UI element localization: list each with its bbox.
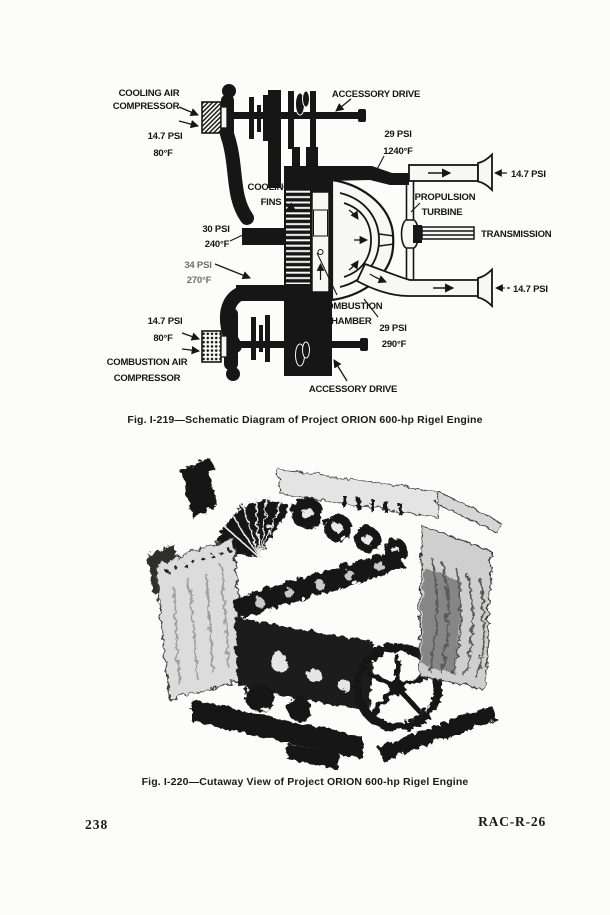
label-combustion-air-inlet-temp: 80°F (153, 333, 173, 344)
pointer-arrows (178, 98, 352, 382)
cooling-air-compressor-box (201, 101, 222, 134)
engine-cutaway-photograph (146, 456, 504, 768)
label-combustion-air-inlet-psi: 14.7 PSI (148, 316, 183, 327)
label-propulsion-turbine-1: PROPULSION (415, 192, 476, 203)
hot-gas-duct (286, 166, 409, 185)
label-cooling-air-out-psi: 30 PSI (202, 224, 229, 235)
combustion-air-pipe (219, 286, 249, 353)
combustion-air-duct (236, 285, 288, 301)
cylinder-interior (311, 191, 330, 293)
bottom-gear-cluster-small (251, 315, 270, 362)
label-cooling-air-inlet-psi: 14.7 PSI (148, 131, 183, 142)
label-combustion-air-out-temp: 270°F (187, 275, 212, 286)
label-combustion-air-out-psi: 34 PSI (184, 260, 211, 271)
transmission-graphic (413, 225, 475, 243)
label-accessory-drive-bottom: ACCESSORY DRIVE (309, 384, 397, 395)
label-combustion-chamber-2: CHAMBER (324, 316, 371, 327)
label-turbine-inlet-temp: 1240°F (383, 146, 413, 157)
label-cooling-exhaust-temp: 290°F (382, 339, 407, 350)
bottom-exhaust-trumpet (477, 267, 493, 309)
label-accessory-drive-top: ACCESSORY DRIVE (332, 89, 420, 100)
cooling-compressor-flange (220, 106, 228, 129)
cooling-air-pipe-horizontal (242, 228, 290, 245)
label-propulsion-turbine-2: TURBINE (422, 207, 463, 218)
bottom-exhaust-pipe (355, 262, 510, 309)
top-exhaust-trumpet (477, 152, 493, 193)
top-exhaust-pipe (408, 152, 507, 193)
fig-219-caption: Fig. I-219—Schematic Diagram of Project … (127, 414, 483, 426)
label-exhaust-top: 14.7 PSI (511, 169, 546, 180)
schematic-diagram: COOLING AIR COMPRESSOR 14.7 PSI 80°F ACC… (107, 84, 552, 395)
feed-column (268, 90, 281, 188)
label-cooling-air-inlet-temp: 80°F (153, 148, 173, 159)
fig-220-caption: Fig. I-220—Cutaway View of Project ORION… (141, 776, 469, 788)
label-combustion-air-compressor-1: COMBUSTION AIR (107, 357, 188, 368)
cooling-air-pipe (220, 127, 254, 225)
label-cooling-air-compressor-1: COOLING AIR (119, 88, 180, 99)
cooling-fins-graphic (286, 188, 310, 284)
label-combustion-air-compressor-2: COMPRESSOR (114, 373, 181, 384)
label-combustion-chamber-1: COMBUSTION (320, 301, 383, 312)
report-code: RAC-R-26 (478, 814, 546, 829)
label-turbine-inlet-psi: 29 PSI (384, 129, 411, 140)
top-gear-cluster-small (249, 95, 268, 141)
bottom-crank-assembly (288, 302, 318, 370)
label-cooling-fins-1: COOLING (248, 182, 291, 193)
halftone-grain-overlay (148, 456, 504, 760)
leader-lines (229, 155, 421, 318)
label-cooling-air-compressor-2: COMPRESSOR (113, 101, 180, 112)
combustion-air-compressor-box (201, 330, 222, 363)
label-cooling-air-out-temp: 240°F (205, 239, 230, 250)
label-transmission: TRANSMISSION (481, 229, 552, 240)
label-cooling-fins-2: FINS (261, 197, 282, 208)
label-cooling-exhaust-psi: 29 PSI (379, 323, 406, 334)
page-number: 238 (85, 817, 109, 832)
top-crank-assembly (288, 90, 318, 170)
combustion-compressor-flange (220, 335, 228, 358)
label-exhaust-bottom: 14.7 PSI (513, 284, 548, 295)
